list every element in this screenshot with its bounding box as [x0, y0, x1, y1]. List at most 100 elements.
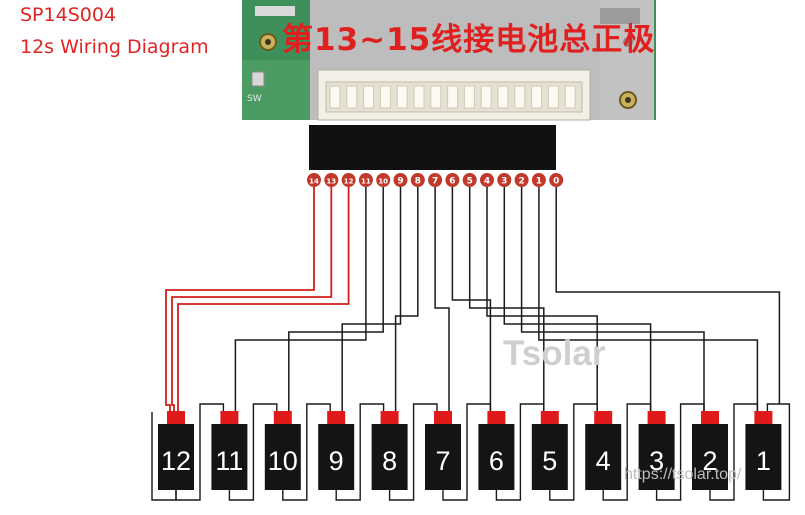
pin-badge-circle: [531, 173, 546, 187]
cell-terminal: [327, 411, 346, 424]
cell-body: [745, 424, 782, 490]
pin-badge: 10: [376, 173, 391, 187]
battery-cell: 11: [211, 411, 248, 490]
pin-label: 0: [553, 177, 559, 187]
pin-badge: 4: [480, 173, 494, 187]
black-wire: [486, 187, 598, 411]
pin-badge: 9: [393, 173, 408, 187]
black-wire: [228, 403, 278, 501]
cell-body: [318, 424, 355, 490]
cell-body: [692, 424, 728, 490]
battery-cell: 9: [318, 411, 355, 490]
cell-terminal: [540, 411, 559, 424]
cell-terminal: [273, 411, 292, 424]
watermark: Tsolar: [503, 334, 606, 373]
cell-label: 9: [329, 446, 344, 476]
pin-label: 11: [361, 178, 371, 186]
pin-badge-circle: [549, 173, 564, 187]
pin-label: 14: [309, 178, 319, 186]
black-wire: [282, 403, 331, 501]
cell-label: 10: [268, 446, 298, 476]
pin-label: 10: [378, 178, 388, 186]
source-url: https://tsolar.top/: [624, 466, 742, 483]
connector-bar: [309, 125, 556, 170]
red-wire: [171, 187, 333, 411]
cell-label: 8: [382, 446, 397, 476]
pin-badge: 7: [428, 173, 443, 187]
cell-terminal: [380, 411, 399, 424]
black-wire: [388, 403, 438, 501]
model-title: SP14S004: [20, 4, 117, 26]
cell-body: [158, 424, 194, 490]
battery-cell: 5: [531, 411, 568, 490]
battery-cell: 4: [585, 411, 622, 490]
battery-cell: 12: [158, 411, 194, 490]
pin-label: 13: [326, 178, 336, 186]
battery-cell: 1: [745, 411, 782, 490]
pin-badge-circle: [393, 173, 408, 187]
red-wire: [177, 187, 350, 411]
cell-label: 1: [756, 446, 771, 476]
cell-body: [531, 424, 568, 490]
pin-badge: 5: [462, 173, 477, 187]
black-wire: [762, 403, 791, 501]
pin-badge: 8: [410, 173, 425, 187]
diagram-subtitle: 12s Wiring Diagram: [20, 36, 209, 58]
pin-badge-circle: [410, 173, 425, 187]
pin-badge: 11: [358, 173, 373, 187]
battery-cell: 10: [264, 411, 301, 490]
black-wire: [503, 187, 652, 411]
pin-badge: 3: [497, 173, 512, 187]
black-wire: [234, 187, 367, 411]
black-wire: [451, 187, 492, 411]
pin-label: 3: [501, 177, 507, 187]
cell-label: 2: [702, 446, 717, 476]
pin-label: 8: [415, 177, 421, 187]
battery-cell: 2: [692, 411, 728, 490]
cell-label: 4: [596, 446, 611, 476]
cell-body: [585, 424, 622, 490]
cell-body: [478, 424, 515, 490]
pin-badge-circle: [324, 173, 339, 187]
pin-badge-circle: [358, 173, 373, 187]
pin-badge-circle: [514, 173, 529, 187]
cell-label: 12: [161, 446, 191, 476]
black-wire: [555, 187, 781, 404]
pin-label: 4: [484, 177, 490, 187]
cell-terminal: [434, 411, 452, 424]
red-wire: [165, 187, 315, 411]
cell-terminal: [594, 411, 613, 424]
black-wire: [520, 187, 705, 411]
pin-badge: 1: [531, 173, 546, 187]
cell-label: 7: [435, 446, 450, 476]
black-wire: [151, 412, 177, 501]
pin-badge-circle: [428, 173, 443, 187]
cell-body: [425, 424, 461, 490]
battery-cell: 3: [638, 411, 675, 490]
pin-label: 1: [536, 177, 542, 187]
cell-terminal: [701, 411, 719, 424]
black-wire: [434, 187, 450, 411]
pin-label: 12: [344, 178, 354, 186]
wires: [151, 187, 791, 501]
cell-label: 5: [542, 446, 557, 476]
board-silkscreen: SW: [247, 94, 262, 104]
pin-badge-circle: [307, 173, 321, 187]
battery-cell: 8: [371, 411, 408, 490]
pin-label: 2: [518, 177, 524, 187]
pin-label: 6: [449, 177, 455, 187]
board-banner: 第13~15线接电池总正极: [282, 22, 656, 58]
cell-label: 3: [649, 446, 664, 476]
black-wire: [341, 187, 402, 411]
cell-body: [211, 424, 248, 490]
black-wire: [468, 187, 545, 411]
pin-badge: 13: [324, 173, 339, 187]
pin-badge-circle: [480, 173, 494, 187]
cell-body: [264, 424, 301, 490]
black-wire: [335, 403, 385, 501]
cell-terminal: [647, 411, 666, 424]
cell-terminal: [220, 411, 239, 424]
